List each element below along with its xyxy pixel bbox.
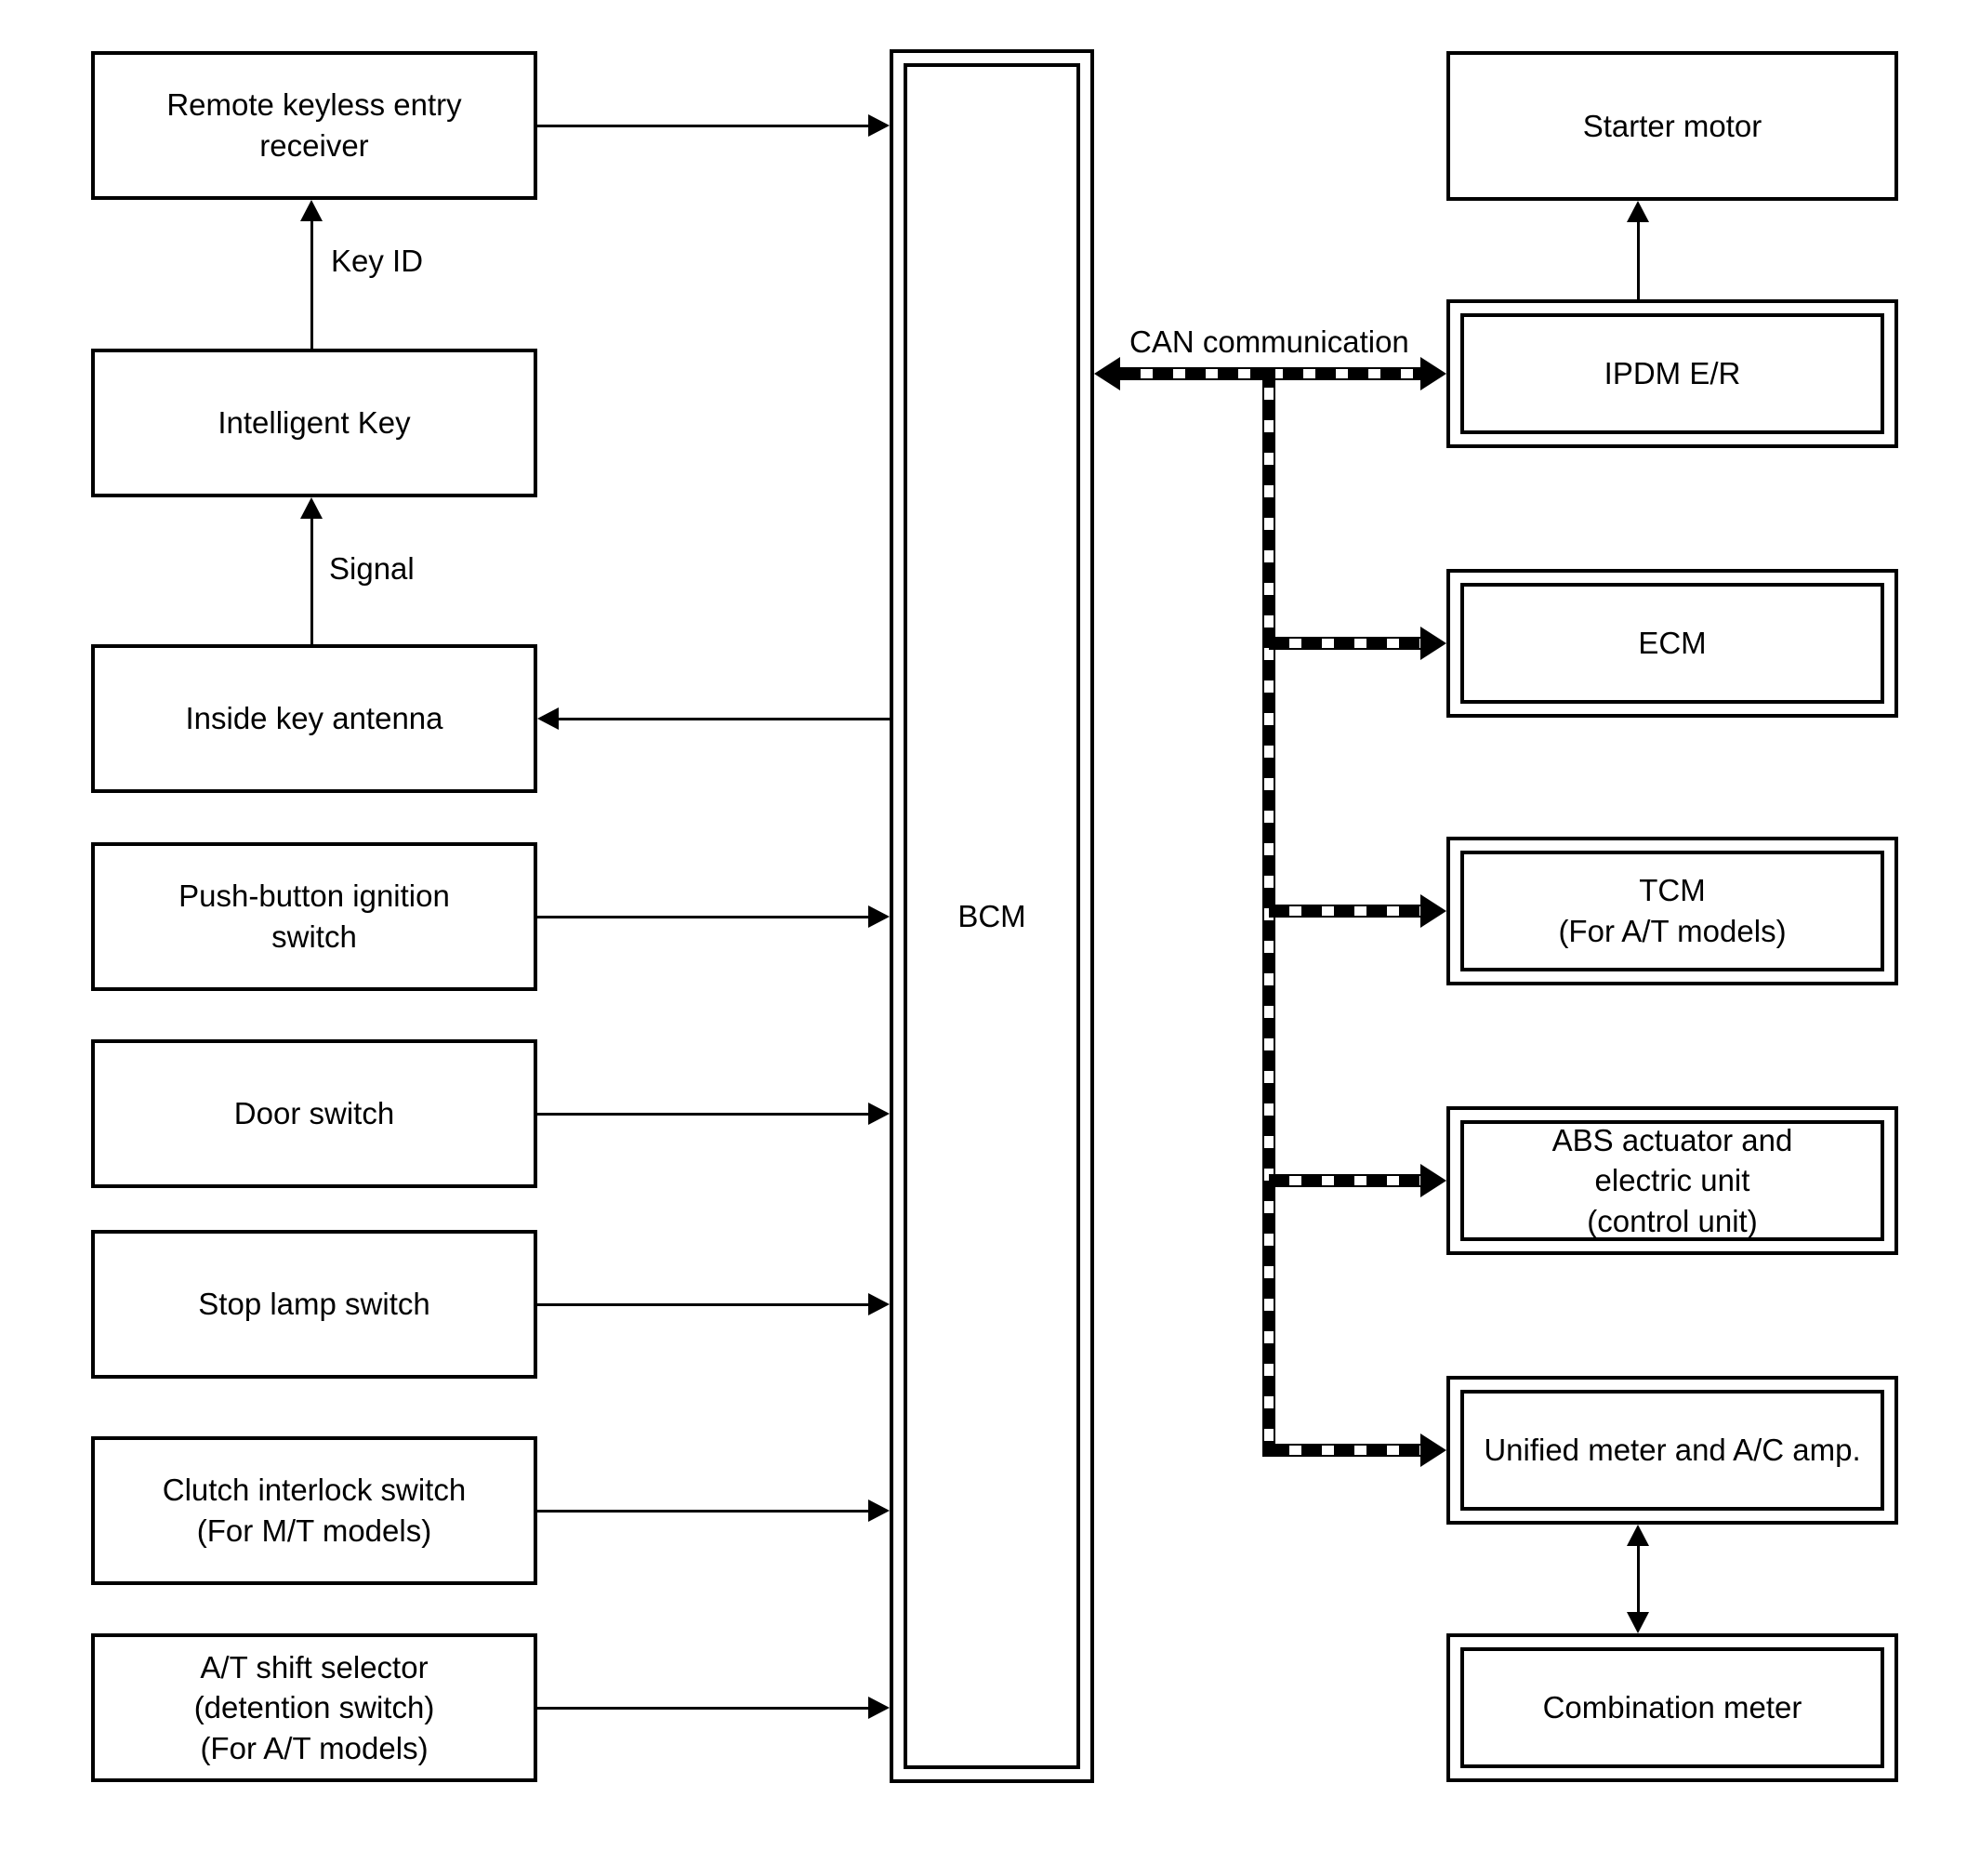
can-bus-right-arrowhead-icon bbox=[1420, 357, 1446, 390]
node-ipdm-er: IPDM E/R bbox=[1446, 299, 1898, 448]
connector-remote-keyless-to-bcm-arrowhead-icon bbox=[868, 114, 890, 137]
node-abs-actuator-label: ABS actuator and electric unit (control … bbox=[1551, 1122, 1793, 1238]
connector-at-shift-to-bcm-line bbox=[537, 1707, 870, 1710]
node-abs-actuator-inner-border: ABS actuator and electric unit (control … bbox=[1460, 1120, 1884, 1241]
connector-ipdm-to-starter-arrowhead-icon bbox=[1627, 201, 1649, 222]
connector-clutch-to-bcm-line bbox=[537, 1510, 870, 1513]
connector-at-shift-to-bcm-arrowhead-icon bbox=[868, 1697, 890, 1719]
connector-push-button-to-bcm-line bbox=[537, 916, 870, 918]
node-clutch-interlock-switch: Clutch interlock switch (For M/T models) bbox=[91, 1436, 537, 1585]
node-ipdm-er-inner-border: IPDM E/R bbox=[1460, 313, 1884, 434]
node-push-button-ignition-switch-label: Push-button ignition switch bbox=[178, 879, 450, 954]
node-inside-key-antenna: Inside key antenna bbox=[91, 644, 537, 793]
node-combination-meter: Combination meter bbox=[1446, 1633, 1898, 1782]
node-bcm: BCM bbox=[890, 49, 1094, 1783]
connector-stop-lamp-to-bcm-arrowhead-icon bbox=[868, 1293, 890, 1315]
node-intelligent-key: Intelligent Key bbox=[91, 349, 537, 497]
connector-bcm-to-antenna-line bbox=[558, 718, 890, 720]
node-door-switch-label: Door switch bbox=[233, 1096, 395, 1131]
signal-label: Signal bbox=[329, 551, 415, 586]
can-bus-branch-abs-line bbox=[1269, 1174, 1420, 1187]
node-clutch-interlock-switch-label: Clutch interlock switch (For M/T models) bbox=[162, 1473, 467, 1548]
node-combination-meter-inner-border: Combination meter bbox=[1460, 1647, 1884, 1768]
node-tcm-label: TCM (For A/T models) bbox=[1558, 873, 1787, 948]
connector-key-id-arrowhead-icon bbox=[300, 200, 323, 221]
node-unified-meter-ac-amp-inner-border: Unified meter and A/C amp. bbox=[1460, 1390, 1884, 1511]
can-bus-left-arrowhead-icon bbox=[1094, 357, 1120, 390]
node-starter-motor-label: Starter motor bbox=[1582, 108, 1762, 143]
connector-unified-to-combination-line bbox=[1637, 1545, 1640, 1614]
node-abs-actuator: ABS actuator and electric unit (control … bbox=[1446, 1106, 1898, 1255]
node-remote-keyless-receiver-label: Remote keyless entry receiver bbox=[166, 87, 462, 163]
node-bcm-label: BCM bbox=[957, 898, 1026, 933]
connector-remote-keyless-to-bcm-line bbox=[537, 125, 870, 127]
node-ecm-inner-border: ECM bbox=[1460, 583, 1884, 704]
can-bus-branch-tcm-arrowhead-icon bbox=[1420, 894, 1446, 928]
connector-push-button-to-bcm-arrowhead-icon bbox=[868, 905, 890, 928]
can-bus-branch-unified-meter-arrowhead-icon bbox=[1420, 1433, 1446, 1467]
node-door-switch: Door switch bbox=[91, 1039, 537, 1188]
connector-unified-to-combination-down-arrowhead-icon bbox=[1627, 1612, 1649, 1633]
node-stop-lamp-switch: Stop lamp switch bbox=[91, 1230, 537, 1379]
connector-signal-line bbox=[310, 518, 313, 644]
node-bcm-inner-border: BCM bbox=[904, 63, 1080, 1769]
connector-signal-arrowhead-icon bbox=[300, 497, 323, 519]
connector-unified-to-combination-up-arrowhead-icon bbox=[1627, 1525, 1649, 1546]
node-tcm: TCM (For A/T models) bbox=[1446, 837, 1898, 985]
can-communication-label: CAN communication bbox=[1129, 324, 1409, 359]
node-inside-key-antenna-label: Inside key antenna bbox=[185, 701, 443, 736]
node-ipdm-er-label: IPDM E/R bbox=[1604, 356, 1741, 391]
connector-bcm-to-antenna-arrowhead-icon bbox=[537, 707, 559, 730]
connector-clutch-to-bcm-arrowhead-icon bbox=[868, 1499, 890, 1522]
can-bus-branch-ecm-arrowhead-icon bbox=[1420, 627, 1446, 660]
connector-key-id-line bbox=[310, 220, 313, 349]
connector-stop-lamp-to-bcm-line bbox=[537, 1303, 870, 1306]
connector-door-switch-to-bcm-line bbox=[537, 1113, 870, 1116]
node-at-shift-selector: A/T shift selector (detention switch) (F… bbox=[91, 1633, 537, 1782]
connector-ipdm-to-starter-line bbox=[1637, 221, 1640, 299]
node-ecm-label: ECM bbox=[1638, 626, 1707, 661]
node-starter-motor: Starter motor bbox=[1446, 51, 1898, 201]
node-tcm-inner-border: TCM (For A/T models) bbox=[1460, 851, 1884, 971]
node-combination-meter-label: Combination meter bbox=[1542, 1690, 1802, 1725]
can-bus-branch-unified-meter-line bbox=[1269, 1444, 1420, 1457]
can-bus-branch-ecm-line bbox=[1269, 637, 1420, 650]
can-bus-branch-tcm-line bbox=[1269, 905, 1420, 918]
key-id-label: Key ID bbox=[331, 244, 424, 278]
node-remote-keyless-receiver: Remote keyless entry receiver bbox=[91, 51, 537, 200]
node-at-shift-selector-label: A/T shift selector (detention switch) (F… bbox=[193, 1649, 435, 1765]
node-stop-lamp-switch-label: Stop lamp switch bbox=[198, 1287, 430, 1322]
node-unified-meter-ac-amp-label: Unified meter and A/C amp. bbox=[1484, 1433, 1861, 1468]
node-push-button-ignition-switch: Push-button ignition switch bbox=[91, 842, 537, 991]
node-ecm: ECM bbox=[1446, 569, 1898, 718]
node-intelligent-key-label: Intelligent Key bbox=[218, 405, 411, 441]
connector-door-switch-to-bcm-arrowhead-icon bbox=[868, 1103, 890, 1125]
node-unified-meter-ac-amp: Unified meter and A/C amp. bbox=[1446, 1376, 1898, 1525]
can-bus-branch-abs-arrowhead-icon bbox=[1420, 1164, 1446, 1197]
